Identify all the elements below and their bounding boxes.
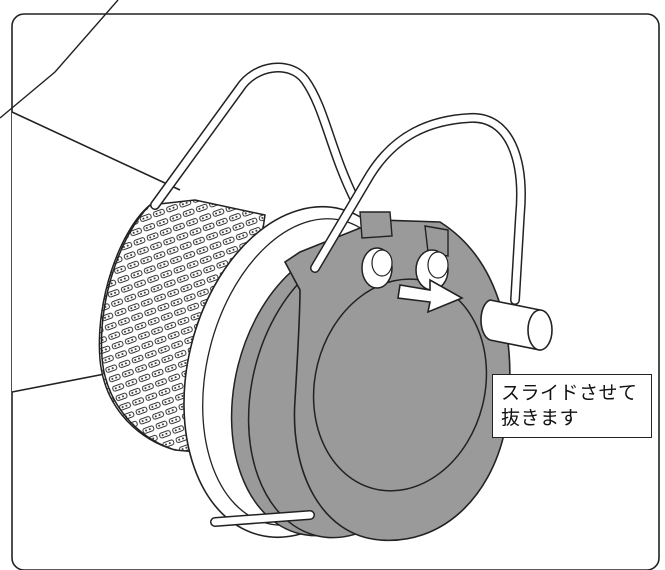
bottom-rod-fill: [211, 511, 314, 526]
wire-loop-left-fill: [151, 64, 359, 209]
slide-direction-arrow-icon: [397, 278, 464, 314]
pin-left-top: [371, 249, 393, 277]
cylinder-body: [12, 112, 200, 392]
cylinder-top-edge: [11, 111, 181, 191]
slot-tab-right: [424, 225, 449, 257]
wire-loop-right-fill: [311, 114, 525, 304]
pin-right-top: [427, 251, 449, 279]
leader-line: [0, 0, 119, 119]
callout-text-line1: スライドさせて: [501, 382, 638, 404]
callout-text-line2: 抜きます: [501, 407, 580, 429]
slot-tab-left: [359, 211, 393, 239]
wire-end-cap-face: [527, 309, 553, 351]
wire-loop-left: [150, 62, 360, 210]
callout-box: スライドさせて 抜きます: [492, 374, 652, 438]
mesh-filter-back-rim: [100, 204, 173, 450]
cylinder-bottom-edge: [11, 371, 116, 393]
